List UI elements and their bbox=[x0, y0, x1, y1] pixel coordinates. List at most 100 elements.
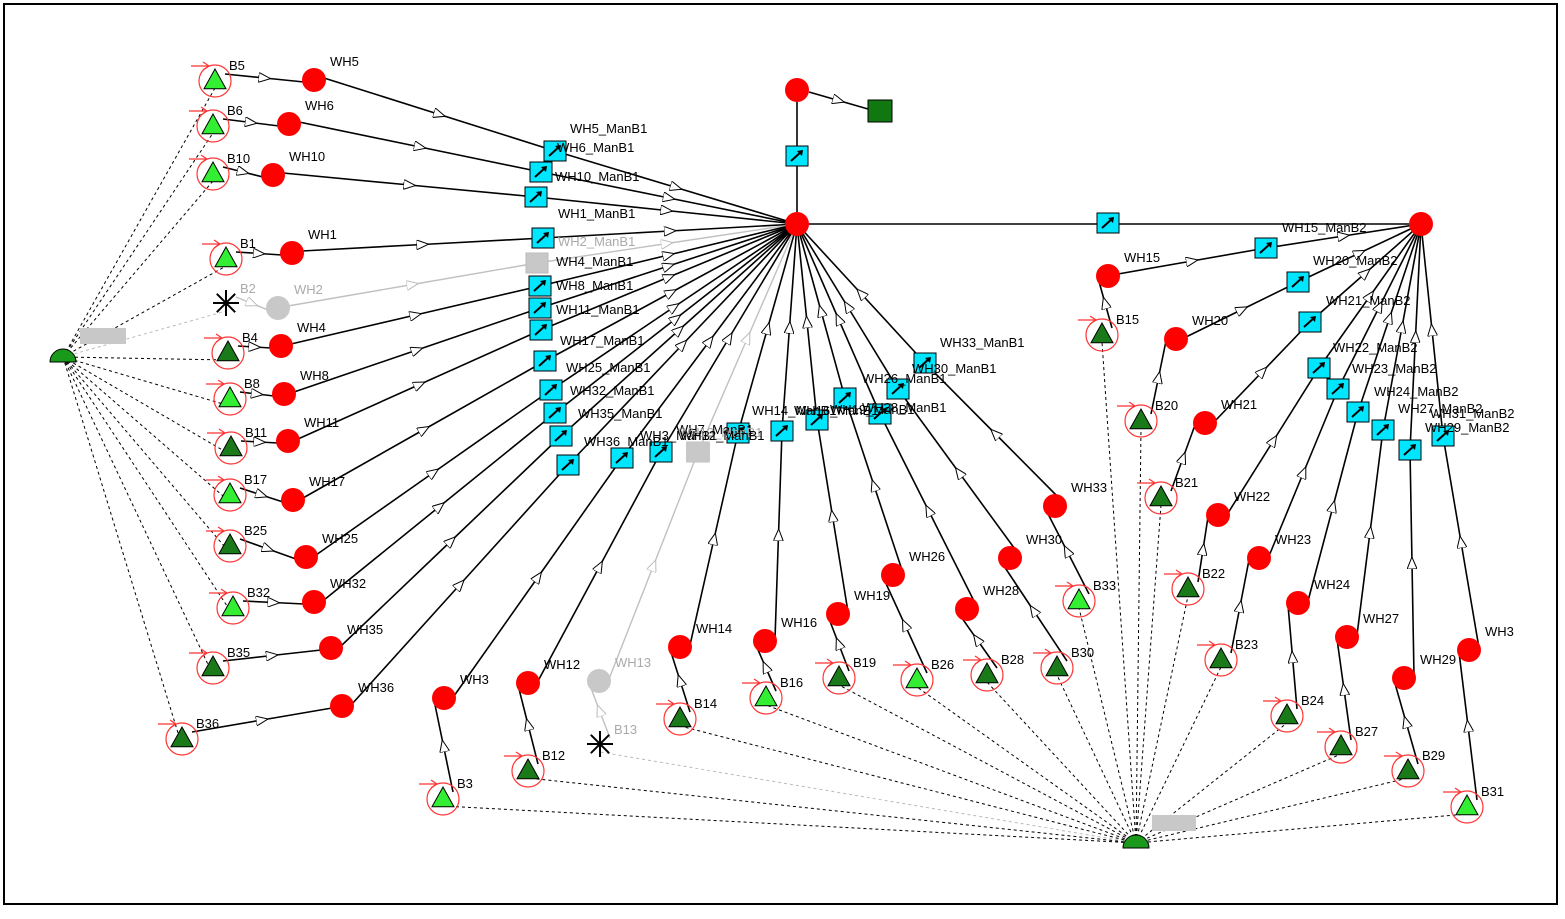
triangle-icon bbox=[1455, 793, 1479, 816]
circle-icon bbox=[280, 241, 304, 265]
flow-line bbox=[282, 172, 537, 198]
valve-label: WH27_ManB2 bbox=[1398, 401, 1483, 416]
choke-arrow-icon bbox=[528, 297, 552, 319]
target-ring-icon bbox=[216, 591, 250, 625]
choke-arrow-icon bbox=[549, 425, 573, 447]
flow-line bbox=[808, 91, 869, 110]
circle-icon bbox=[302, 68, 326, 92]
circle-icon bbox=[330, 694, 354, 718]
wellhead-label: WH11 bbox=[304, 415, 339, 430]
choke-arrow-icon bbox=[886, 378, 910, 400]
target-ring-icon bbox=[1208, 644, 1216, 650]
flow-line bbox=[796, 223, 899, 390]
circle-icon bbox=[1206, 503, 1230, 527]
flow-line bbox=[1198, 516, 1209, 583]
target-ring-icon bbox=[1204, 643, 1238, 677]
flow-line bbox=[796, 223, 881, 415]
circle-icon bbox=[319, 636, 343, 660]
triangle-icon bbox=[218, 481, 242, 504]
flow-line bbox=[539, 223, 798, 309]
target-ring-icon bbox=[220, 588, 228, 594]
bottom-label: B27 bbox=[1355, 724, 1378, 739]
flow-line bbox=[544, 223, 798, 362]
choke-arrow-icon bbox=[556, 454, 580, 476]
target-ring-icon bbox=[1391, 754, 1425, 788]
flow-line bbox=[239, 538, 297, 560]
source-link bbox=[1135, 504, 1162, 844]
target-ring-icon bbox=[1044, 648, 1052, 654]
flow-line bbox=[608, 451, 699, 680]
target-ring-icon bbox=[426, 782, 460, 816]
target-ring-icon bbox=[1124, 404, 1158, 438]
choke-arrow-icon bbox=[1286, 271, 1310, 293]
bottom-label: B20 bbox=[1155, 398, 1178, 413]
wellhead-label: WH35 bbox=[347, 622, 383, 637]
flow-line bbox=[1297, 223, 1422, 283]
choke-arrow-icon bbox=[524, 186, 548, 208]
wellhead-label: WH36 bbox=[358, 680, 394, 695]
valve-arrowhead bbox=[661, 446, 667, 452]
flow-line bbox=[242, 601, 305, 604]
target-ring-icon bbox=[1089, 319, 1097, 325]
flow-line bbox=[1268, 388, 1339, 557]
wellhead-label: WH28 bbox=[983, 583, 1019, 598]
target-ring-icon bbox=[169, 723, 177, 729]
source-link bbox=[679, 725, 1137, 844]
circle-icon bbox=[753, 629, 777, 653]
valve-label: WH7_ManB1 bbox=[676, 422, 753, 437]
circle-icon bbox=[998, 546, 1022, 570]
flow-line bbox=[536, 223, 798, 264]
circle-icon bbox=[1335, 625, 1359, 649]
target-ring-icon bbox=[974, 655, 982, 661]
bottom-label: B17 bbox=[244, 472, 267, 487]
circle-icon bbox=[1392, 666, 1416, 690]
triangle-icon bbox=[1209, 646, 1233, 669]
flow-line bbox=[781, 223, 798, 432]
flow-line bbox=[1287, 604, 1297, 710]
target-ring-icon bbox=[217, 383, 225, 389]
circle-icon bbox=[1096, 264, 1120, 288]
source-link bbox=[62, 356, 183, 747]
flow-line bbox=[542, 223, 798, 239]
source-link bbox=[1056, 674, 1137, 844]
flow-line bbox=[224, 74, 305, 82]
target-ring-icon bbox=[904, 664, 912, 670]
placeholder-box bbox=[80, 328, 126, 344]
valve-arrowhead bbox=[880, 408, 886, 414]
circle-icon bbox=[277, 112, 301, 136]
source-link bbox=[1135, 813, 1468, 844]
bottom-label: B35 bbox=[227, 645, 250, 660]
choke-arrow-icon bbox=[1326, 378, 1350, 400]
valve-label: WH31_ManB2 bbox=[1430, 406, 1515, 421]
flow-line bbox=[287, 262, 538, 307]
flow-line bbox=[1044, 507, 1090, 595]
choke-arrow-icon bbox=[1298, 311, 1322, 333]
flow-line bbox=[775, 430, 782, 640]
valve-label: WH22_ManB2 bbox=[1333, 340, 1418, 355]
flow-line bbox=[433, 699, 454, 793]
triangle-icon bbox=[216, 339, 240, 362]
target-ring-icon bbox=[1040, 651, 1074, 685]
flow-line bbox=[796, 223, 818, 421]
flow-line bbox=[240, 441, 279, 443]
triangle-icon bbox=[431, 785, 455, 808]
flow-line bbox=[1309, 223, 1422, 323]
placeholder-box bbox=[1152, 815, 1196, 831]
valve-arrowhead bbox=[1310, 316, 1316, 322]
choke-arrow-icon bbox=[1371, 419, 1395, 441]
valve-label: WH15_ManB2 bbox=[1282, 220, 1367, 235]
wellhead-label: WH23 bbox=[1275, 532, 1311, 547]
source-link bbox=[62, 356, 231, 503]
valve-arrowhead bbox=[568, 459, 574, 465]
target-ring-icon bbox=[1066, 585, 1074, 591]
valve-label: WH24_ManB2 bbox=[1374, 384, 1459, 399]
triangle-icon bbox=[516, 757, 540, 780]
circle-icon bbox=[302, 590, 326, 614]
flow-line bbox=[1393, 679, 1419, 765]
target-ring-icon bbox=[196, 157, 230, 191]
circle-icon bbox=[1247, 546, 1271, 570]
valve-label: WH25_ManB1 bbox=[566, 360, 651, 375]
target-ring-icon bbox=[822, 661, 856, 695]
